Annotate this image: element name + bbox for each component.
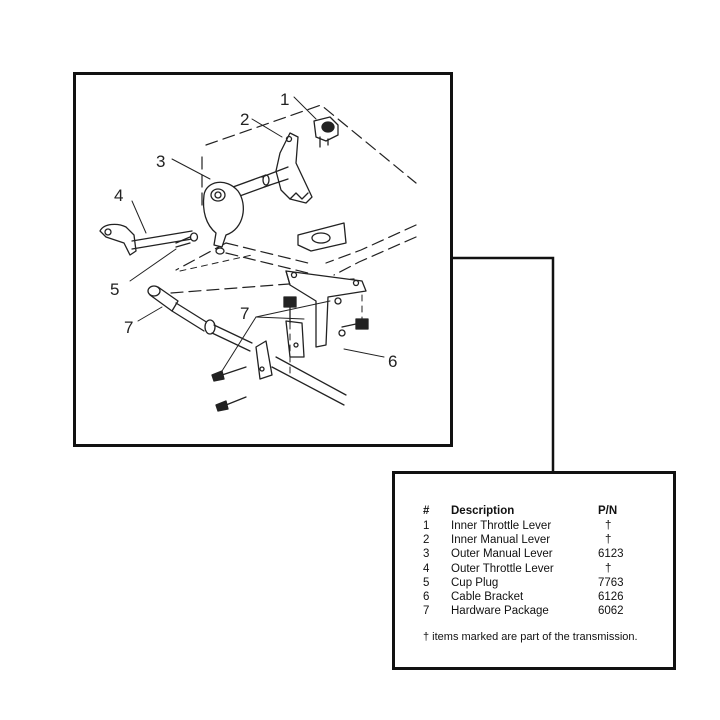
row-description: Hardware Package [451, 605, 549, 618]
row-number: 2 [423, 534, 430, 547]
row-number: 4 [423, 562, 430, 575]
table-row: 4 Outer Throttle Lever † [423, 562, 665, 576]
row-number: 6 [423, 591, 430, 604]
exploded-diagram-frame: 1 2 3 4 5 6 7 7 [73, 72, 453, 447]
row-part-number: † [605, 534, 612, 547]
callout-2: 2 [240, 110, 249, 129]
outer-manual-lever [202, 181, 244, 255]
parts-footnote: † items marked are part of the transmiss… [423, 631, 638, 643]
transmission-outline [170, 104, 417, 294]
leader-lines [129, 96, 385, 372]
callout-1: 1 [280, 90, 289, 109]
row-part-number: 6123 [598, 548, 624, 561]
callout-4: 4 [114, 186, 123, 205]
row-description: Outer Manual Lever [451, 548, 553, 561]
callout-6: 6 [388, 352, 397, 371]
callout-5: 5 [110, 280, 119, 299]
row-number: 3 [423, 548, 430, 561]
table-row: 1 Inner Throttle Lever † [423, 519, 665, 533]
table-row: 6 Cable Bracket 6126 [423, 590, 665, 604]
inner-manual-lever [261, 132, 313, 204]
row-part-number: † [605, 520, 612, 532]
cup-plug [175, 232, 199, 248]
parts-list-box: # Description P/N 1 Inner Throttle Lever… [392, 471, 676, 670]
parts-table-header: # Description P/N [423, 504, 665, 519]
inner-throttle-lever [313, 116, 339, 148]
row-description: Inner Manual Lever [451, 534, 551, 547]
table-row: 5 Cup Plug 7763 [423, 576, 665, 590]
callout-3: 3 [156, 152, 165, 171]
throttle-cable-rod [147, 285, 347, 406]
parts-table: # Description P/N 1 Inner Throttle Lever… [423, 504, 665, 618]
header-part-number: P/N [598, 505, 618, 517]
callout-numbers: 1 2 3 4 5 6 7 7 [110, 90, 397, 371]
header-number: # [423, 505, 430, 517]
callout-7b: 7 [124, 318, 133, 337]
outer-throttle-lever [99, 223, 193, 256]
row-part-number: 6126 [598, 591, 624, 604]
table-row: 2 Inner Manual Lever † [423, 533, 665, 547]
table-row: 7 Hardware Package 6062 [423, 604, 665, 618]
row-description: Inner Throttle Lever [451, 520, 552, 532]
row-description: Cup Plug [451, 576, 499, 589]
assembly-guide-lines [179, 254, 363, 376]
callout-7a: 7 [240, 304, 249, 323]
row-part-number: † [605, 562, 612, 575]
row-number: 7 [423, 605, 430, 618]
bracket-bolts [211, 296, 369, 412]
row-description: Outer Throttle Lever [451, 562, 554, 575]
row-part-number: 6062 [598, 605, 624, 618]
housing-tab [297, 222, 347, 252]
row-description: Cable Bracket [451, 591, 524, 604]
exploded-parts-diagram: 1 2 3 4 5 6 7 7 [99, 90, 417, 412]
row-number: 1 [423, 520, 430, 532]
row-number: 5 [423, 576, 430, 589]
row-part-number: 7763 [598, 576, 624, 589]
header-description: Description [451, 505, 515, 517]
table-row: 3 Outer Manual Lever 6123 [423, 547, 665, 561]
